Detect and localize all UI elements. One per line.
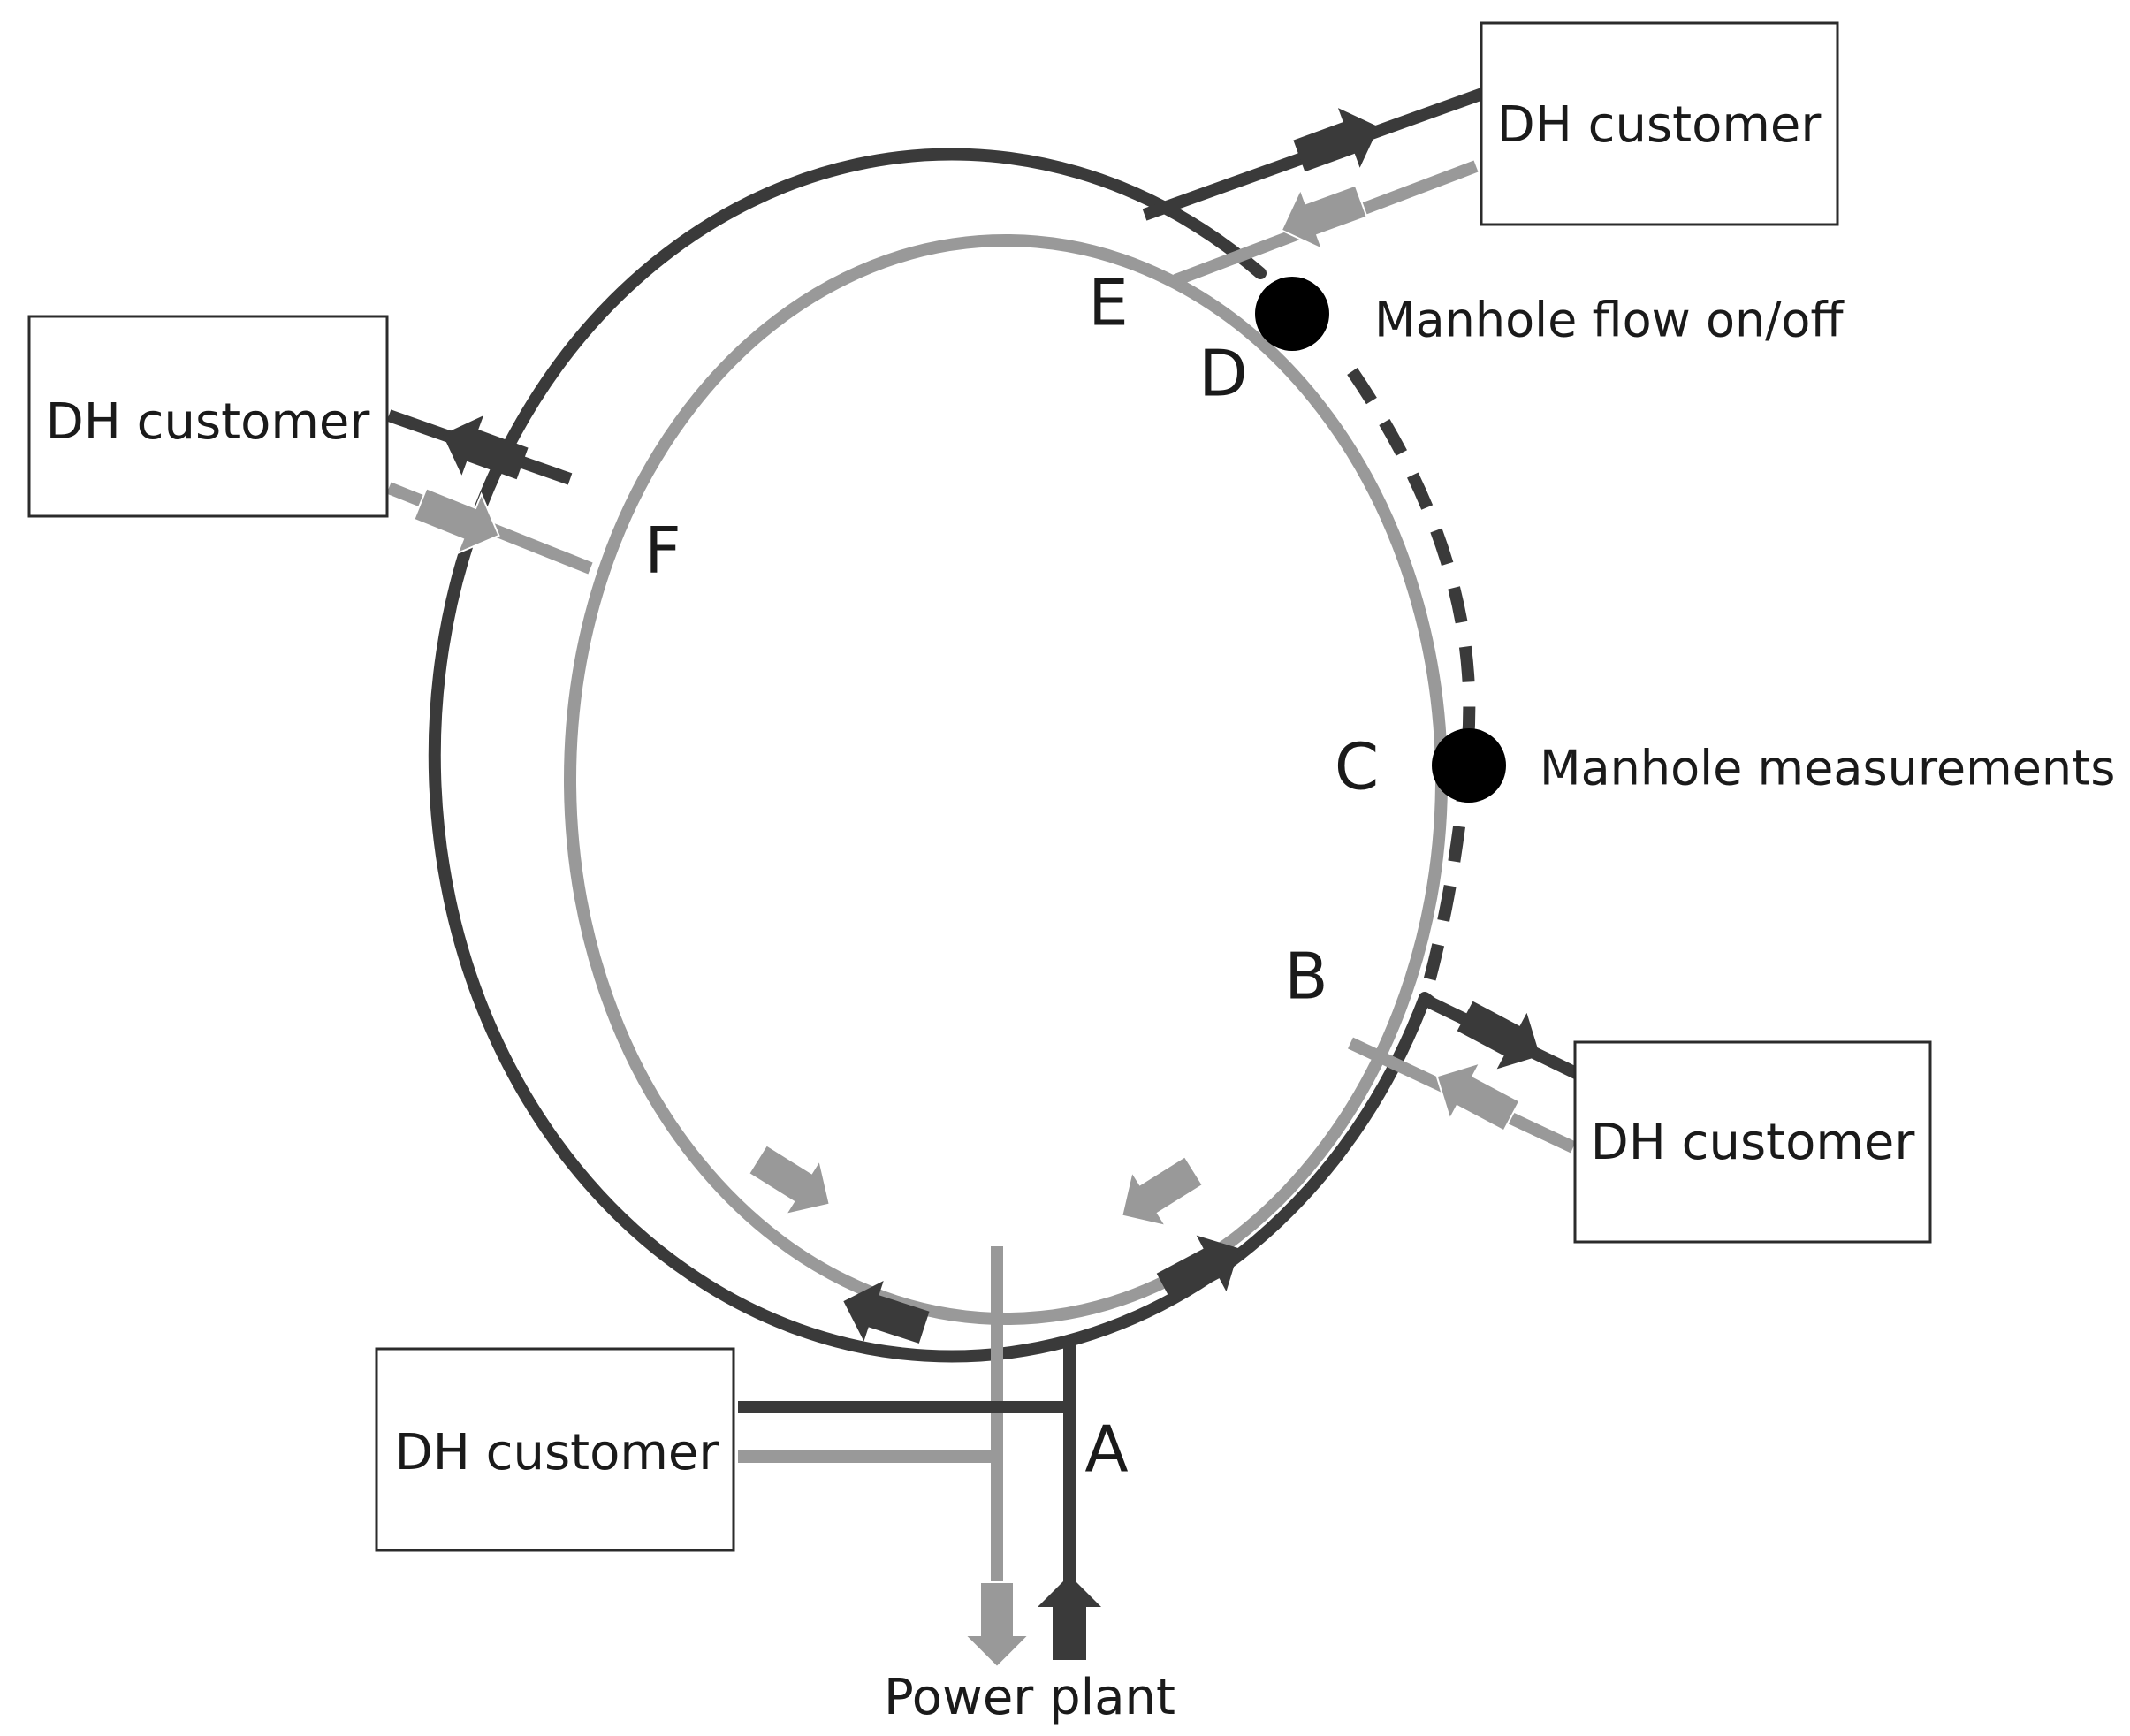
manhole-flow-label: Manhole flow on/off <box>1374 293 1845 348</box>
point-label-d: D <box>1198 337 1247 411</box>
manhole-measurement-label: Manhole measurements <box>1540 741 2115 796</box>
return-arrow-ring-left <box>747 1144 831 1216</box>
return-arrow-top-right <box>1280 184 1368 251</box>
customer-label-right: DH customer <box>1591 1114 1916 1171</box>
customer-box-top-right: DH customer <box>1480 21 1839 226</box>
customer-label-top-right: DH customer <box>1497 96 1822 154</box>
customer-box-left: DH customer <box>27 315 389 518</box>
supply-arrow-right <box>1457 1001 1540 1070</box>
supply-arrow-top-right <box>1293 108 1380 172</box>
point-label-a: A <box>1084 1412 1128 1487</box>
supply-pipe-ring <box>428 148 1431 1363</box>
customer-label-left: DH customer <box>46 393 371 451</box>
return-arrow-ring-right <box>1121 1155 1205 1228</box>
customer-label-bottom-left: DH customer <box>395 1424 720 1481</box>
point-label-b: B <box>1284 940 1327 1014</box>
return-arrow-right <box>1435 1061 1521 1132</box>
return-pipe-ring <box>564 234 1448 1325</box>
customer-box-right: DH customer <box>1573 1040 1932 1244</box>
customer-box-bottom-left: DH customer <box>375 1347 735 1552</box>
return-arrow-power-plant <box>962 1581 1031 1669</box>
manhole-flow-marker <box>1255 277 1329 351</box>
supply-arrow-ring-right <box>1156 1235 1240 1304</box>
point-label-c: C <box>1335 730 1379 804</box>
supply-arrow-left <box>442 415 529 480</box>
return-arrow-left <box>413 487 500 555</box>
point-label-e: E <box>1088 266 1129 340</box>
manhole-measurement-marker <box>1432 728 1506 803</box>
power-plant-label: Power plant <box>884 1669 1175 1726</box>
supply-arrow-ring-left <box>843 1281 930 1344</box>
supply-arrow-power-plant <box>1038 1575 1101 1660</box>
point-label-f: F <box>644 514 681 588</box>
supply-pipe-dashed <box>1347 368 1476 1000</box>
